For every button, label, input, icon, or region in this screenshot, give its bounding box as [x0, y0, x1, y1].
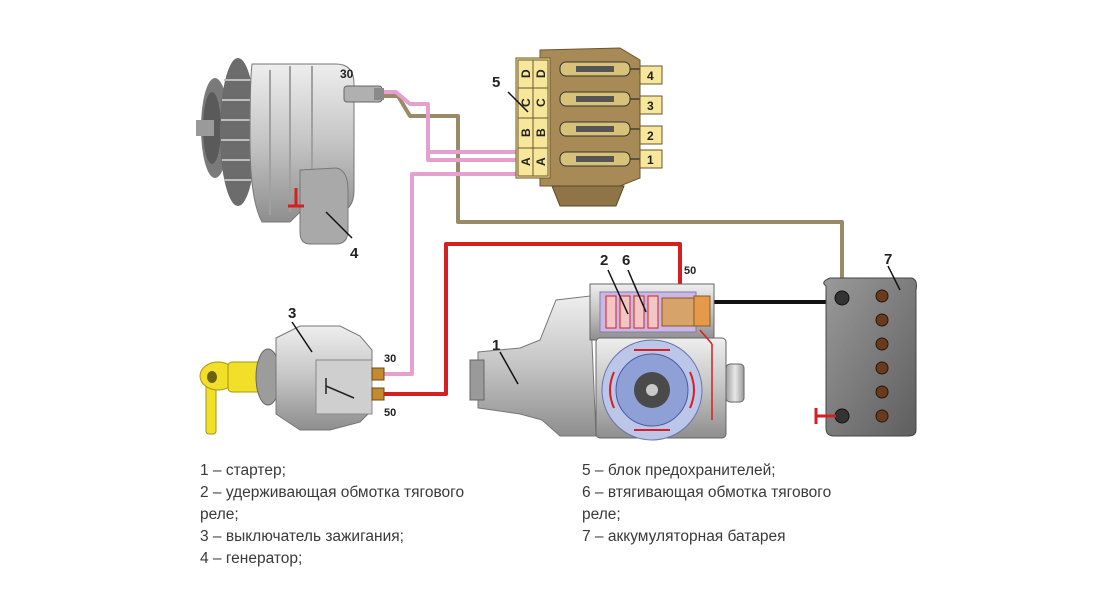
- fuse-letter-c2: C: [534, 98, 548, 107]
- legend-left: 1 – стартер; 2 – удерживающая обмотка тя…: [200, 460, 464, 570]
- callout-pull-winding: 6: [622, 252, 630, 269]
- legend-item-ignition-switch: 3 – выключатель зажигания;: [200, 528, 404, 545]
- fuse-letter-a1: A: [519, 157, 533, 166]
- switch-terminal-30: 30: [384, 353, 396, 365]
- legend-item-hold-winding-cont: реле;: [200, 506, 239, 523]
- legend-item-pull-winding: 6 – втягивающая обмотка тягового: [582, 484, 832, 501]
- fuse-number-1: 1: [647, 153, 654, 167]
- legend-item-battery: 7 – аккумуляторная батарея: [582, 528, 786, 545]
- pink-wire-gen-fuse-1: [384, 90, 518, 154]
- callout-generator: 4: [350, 245, 359, 262]
- callout-ignition-switch: 3: [288, 305, 296, 322]
- legend-item-pull-winding-cont: реле;: [582, 506, 621, 523]
- starter-terminal-50: 50: [684, 265, 696, 277]
- legend-right: 5 – блок предохранителей; 6 – втягивающа…: [582, 460, 831, 548]
- fuse-letter-c1: C: [519, 98, 533, 107]
- switch-terminal-50: 50: [384, 407, 396, 419]
- fuse-letter-b1: B: [519, 128, 533, 137]
- legend-item-generator: 4 – генератор;: [200, 550, 303, 567]
- callout-battery: 7: [884, 251, 892, 268]
- ignition-switch: [199, 321, 385, 435]
- fuse-letter-d2: D: [534, 69, 548, 78]
- callout-hold-winding: 2: [600, 252, 608, 269]
- fuse-letter-d1: D: [519, 69, 533, 78]
- generator: [196, 58, 384, 245]
- pink-wire-gen-fuse-2: [426, 152, 518, 162]
- legend-item-starter: 1 – стартер;: [200, 462, 286, 479]
- fuse-block: [507, 47, 663, 207]
- starter: [469, 269, 745, 441]
- fuse-number-3: 3: [647, 99, 654, 113]
- legend-item-fuse-block: 5 – блок предохранителей;: [582, 462, 776, 479]
- fuse-letter-b2: B: [534, 128, 548, 137]
- callout-fuse-block: 5: [492, 74, 500, 91]
- fuse-number-4: 4: [647, 69, 654, 83]
- fuse-numbers: 4 3 2 1: [647, 69, 654, 167]
- callout-starter: 1: [492, 337, 500, 354]
- legend-item-hold-winding: 2 – удерживающая обмотка тягового: [200, 484, 465, 501]
- fuse-letter-a2: A: [534, 157, 548, 166]
- wires: [382, 90, 844, 396]
- battery: [814, 265, 917, 437]
- pink-wire-switch-fuse: [382, 172, 518, 376]
- fuse-number-2: 2: [647, 129, 654, 143]
- generator-terminal-30: 30: [340, 67, 354, 81]
- key-icon: [199, 361, 265, 435]
- fuse-letters: D D C C B B A A: [519, 69, 548, 166]
